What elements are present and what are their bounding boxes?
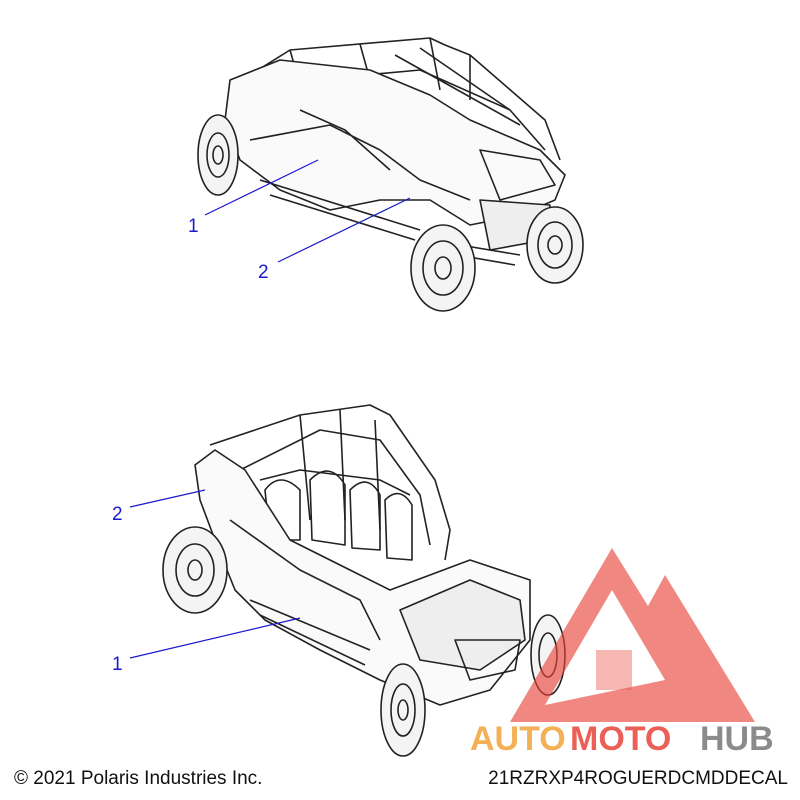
leader-line-bottom-1 [129, 617, 301, 659]
watermark-text-hub: HUB [700, 720, 774, 758]
callout-top-1: 1 [188, 216, 199, 237]
leader-line-bottom-2 [129, 489, 206, 508]
vehicle-top-illustration [197, 37, 584, 312]
automotohub-watermark-logo: AUTO MOTO HUB [470, 548, 774, 758]
leader-line-top-1 [204, 159, 319, 216]
callout-bottom-2: 2 [112, 504, 123, 525]
watermark-text-auto: AUTO [470, 720, 566, 758]
copyright-text: © 2021 Polaris Industries Inc. [14, 768, 263, 789]
diagram-code: 21RZRXP4ROGUERDCMDDECAL [488, 768, 788, 789]
vehicle-bottom-illustration [162, 404, 566, 757]
wheel-bottom-front-near [380, 663, 426, 757]
leader-line-top-2 [277, 197, 411, 263]
wheel-bottom-rear-near [162, 526, 228, 614]
wheel-top-rear-near [410, 224, 476, 312]
callout-top-2: 2 [258, 262, 269, 283]
callout-bottom-1: 1 [112, 654, 123, 675]
wheel-top-left [197, 114, 239, 196]
wheel-top-rear-far [526, 206, 584, 284]
watermark-text-moto: MOTO [570, 720, 671, 758]
